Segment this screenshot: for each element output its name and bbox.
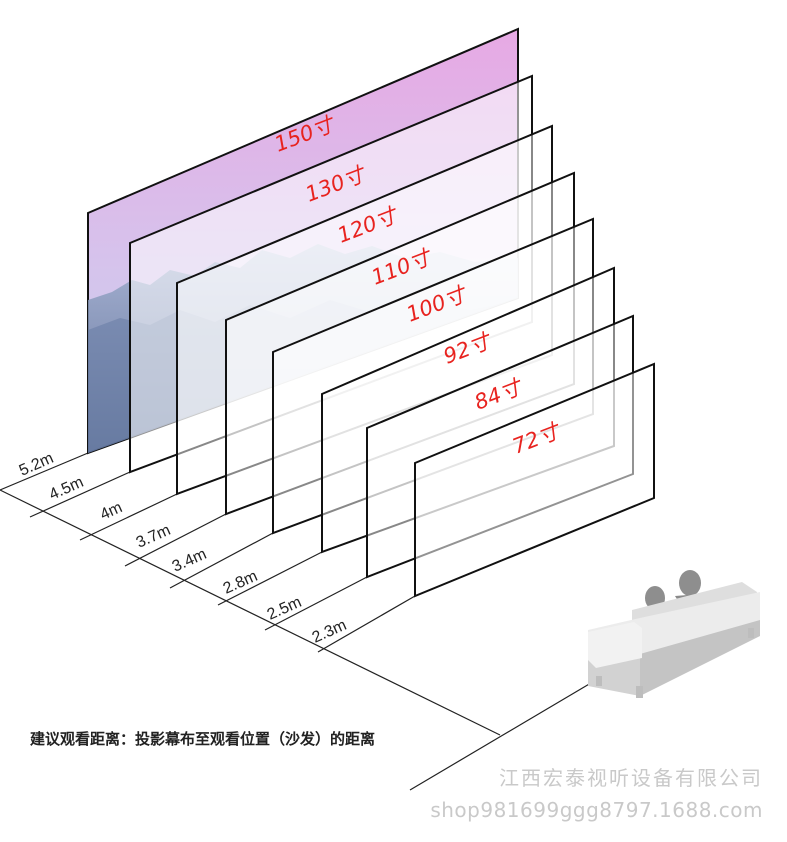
watermark-url: shop981699ggg8797.1688.com xyxy=(430,798,763,822)
floor-line xyxy=(124,513,227,567)
floor-line xyxy=(409,679,597,791)
watermark-company: 江西宏泰视听设备有限公司 xyxy=(499,766,763,790)
floor-line xyxy=(264,576,368,631)
floor-line xyxy=(79,493,178,541)
screens xyxy=(87,27,655,598)
screen-72 xyxy=(414,362,655,598)
distance-label: 3.7m xyxy=(134,522,173,552)
viewing-distance-note: 建议观看距离：投影幕布至观看位置（沙发）的距离 xyxy=(30,730,376,748)
floor-line xyxy=(0,452,89,491)
distance-label: 2.5m xyxy=(265,594,304,624)
floor-line xyxy=(169,532,274,589)
floor-line xyxy=(0,489,501,736)
floor-line xyxy=(217,551,323,606)
sofa-with-person-icon xyxy=(588,570,760,698)
distance-label: 4.5m xyxy=(47,474,86,504)
floor-line xyxy=(29,471,131,518)
distance-label: 2.3m xyxy=(310,617,349,647)
floor-lines xyxy=(0,452,597,791)
distance-label: 3.4m xyxy=(170,546,209,576)
floor-line xyxy=(317,595,416,653)
